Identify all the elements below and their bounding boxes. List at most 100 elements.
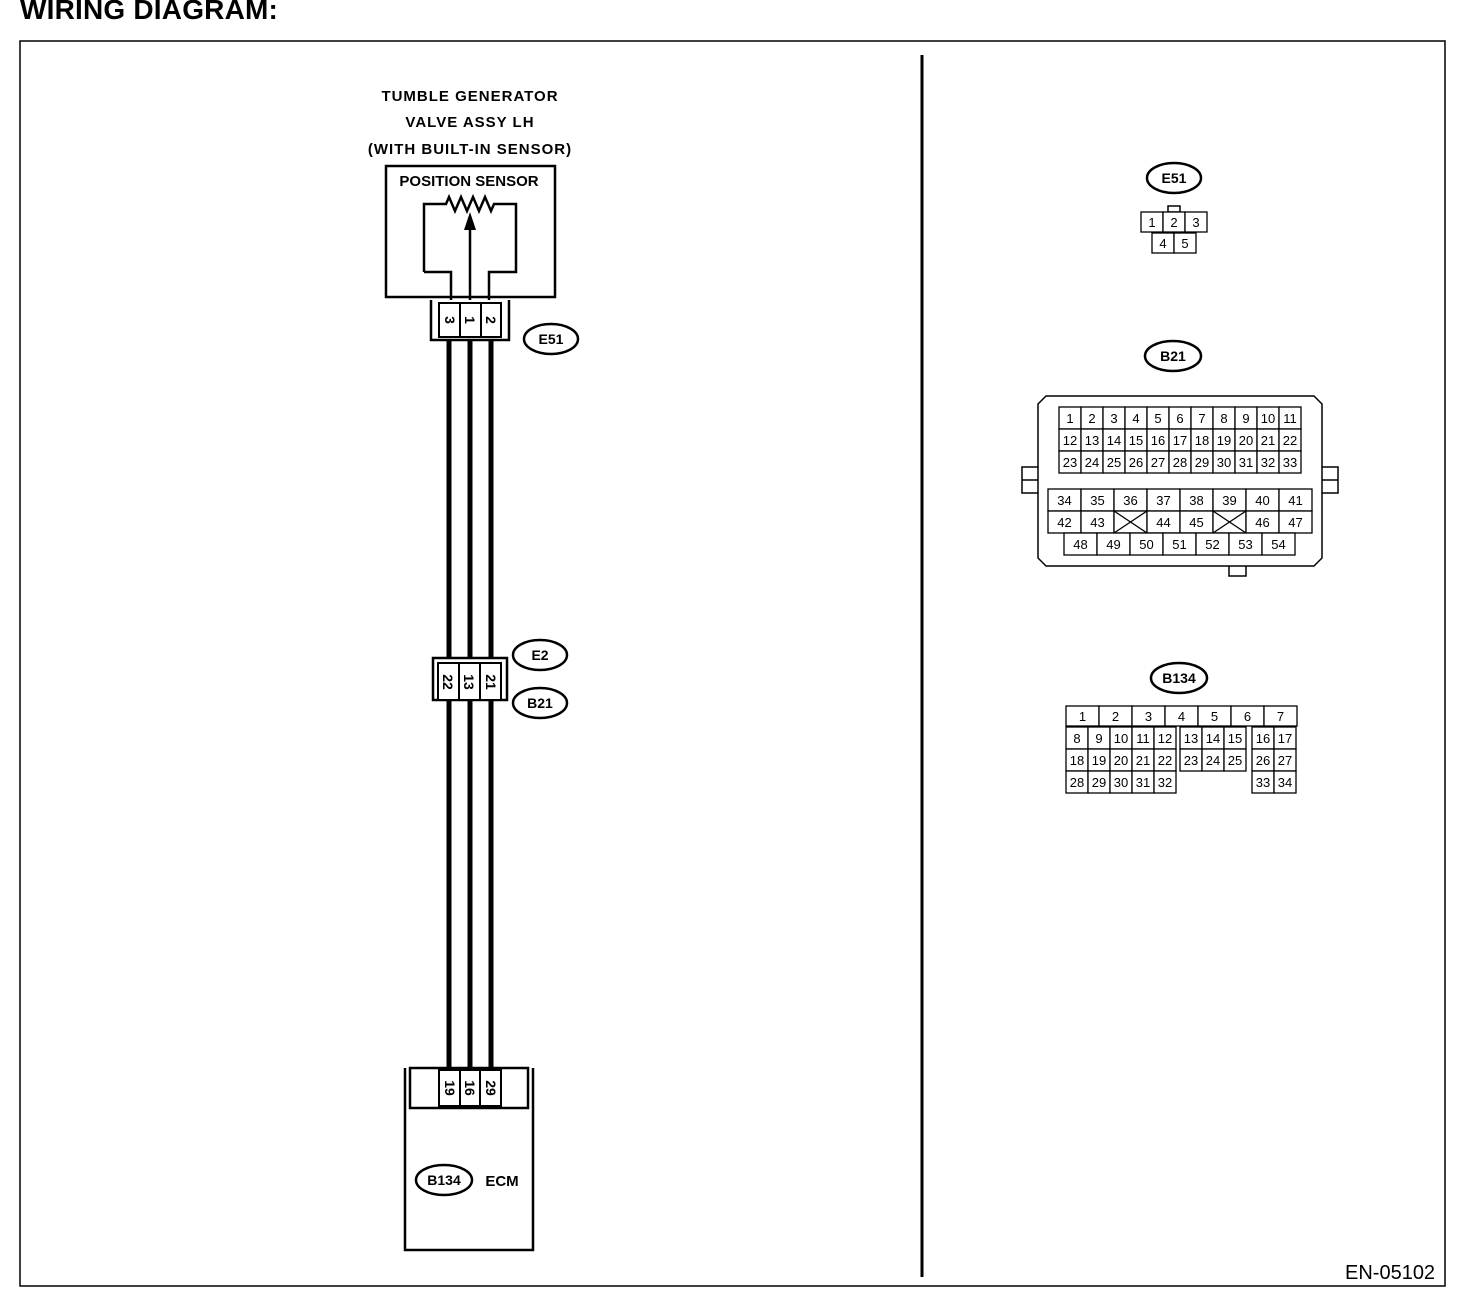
b21-face-pin-25: 25 [1107, 455, 1121, 470]
b134-tag [414, 1163, 474, 1197]
b134-face-pin-8: 8 [1073, 731, 1080, 746]
b21-face-pin-44: 44 [1156, 515, 1170, 530]
b21-face-pin-11: 11 [1283, 411, 1297, 426]
b21-face-pin-52: 52 [1205, 537, 1219, 552]
b21-pin-21: 21 [483, 674, 499, 690]
b134-face-pin-28: 28 [1070, 775, 1084, 790]
b134-face-pin-19: 19 [1092, 753, 1106, 768]
b134-face-pin-26: 26 [1256, 753, 1270, 768]
b21-face-pin-28: 28 [1173, 455, 1187, 470]
b21-face-pin-30: 30 [1217, 455, 1231, 470]
b134-face-pin-16: 16 [1256, 731, 1270, 746]
b21-pin-13: 13 [461, 674, 477, 690]
b134-face-pin-25: 25 [1228, 753, 1242, 768]
b134-face-pin-1: 1 [1079, 709, 1086, 724]
position-sensor-label: POSITION SENSOR [399, 173, 538, 190]
e51-face-pin-5-cell [1173, 232, 1197, 254]
b21-face-pin-4: 4 [1132, 411, 1139, 426]
b21-face-pin-49: 49 [1106, 537, 1120, 552]
b21-face-pin-54: 54 [1271, 537, 1285, 552]
b21-face-pin-45: 45 [1189, 515, 1203, 530]
page-title: WIRING DIAGRAM: [20, 0, 279, 25]
b134-face-pin-31: 31 [1136, 775, 1150, 790]
e51-face-pin-3-cell [1184, 211, 1208, 233]
b21-face-pin-38: 38 [1189, 493, 1203, 508]
component-name-line-1: TUMBLE GENERATOR [381, 88, 558, 105]
b134-face-pin-25-cell [1223, 748, 1247, 772]
b21-face-pin-15: 15 [1129, 433, 1143, 448]
b134-face-pin-23: 23 [1184, 753, 1198, 768]
e51-pin-1: 1 [462, 316, 478, 324]
b21-face-pin-33-cell [1278, 450, 1302, 474]
b134-face-pin-13: 13 [1184, 731, 1198, 746]
e2-tag-label: E2 [531, 647, 548, 663]
b21-face-pin-7: 7 [1198, 411, 1205, 426]
b134-face-pin-27: 27 [1278, 753, 1292, 768]
e51-face-tag-label: E51 [1162, 170, 1187, 186]
b134-pin-29: 29 [483, 1080, 499, 1096]
b134-face-pin-9: 9 [1095, 731, 1102, 746]
b21-face-pin-3: 3 [1110, 411, 1117, 426]
b134-face-pin-34-cell [1273, 770, 1297, 794]
b134-face-pin-6: 6 [1244, 709, 1251, 724]
b134-face-pin-30: 30 [1114, 775, 1128, 790]
e51-tag-label: E51 [539, 331, 564, 347]
b21-face-tag-label: B21 [1160, 348, 1186, 364]
b21-face-pin-12: 12 [1063, 433, 1077, 448]
b134-face-tag-label: B134 [1162, 670, 1196, 686]
b21-face-pin-53: 53 [1238, 537, 1252, 552]
b134-face-tag [1149, 661, 1209, 695]
b21-face-pin-40: 40 [1255, 493, 1269, 508]
potentiometer-symbol [422, 193, 518, 300]
b134-face-pin-2: 2 [1112, 709, 1119, 724]
b21-face-pin-41: 41 [1288, 493, 1302, 508]
b134-face-pin-18: 18 [1070, 753, 1084, 768]
e51-face-pin-4: 4 [1159, 236, 1166, 251]
b134-face-pin-3: 3 [1145, 709, 1152, 724]
b21-face-pin-51: 51 [1172, 537, 1186, 552]
b134-face-pin-32: 32 [1158, 775, 1172, 790]
b21-pin-22: 22 [440, 674, 456, 690]
e51-face-pin-2: 2 [1170, 215, 1177, 230]
b134-pin-16: 16 [462, 1080, 478, 1096]
b21-face-pin-43: 43 [1090, 515, 1104, 530]
b21-face-pin-50: 50 [1139, 537, 1153, 552]
b21-face-pin-39: 39 [1222, 493, 1236, 508]
b21-face-pin-42: 42 [1057, 515, 1071, 530]
b21-face-pin-10: 10 [1261, 411, 1275, 426]
b21-face-pin-26: 26 [1129, 455, 1143, 470]
b134-face-pin-20: 20 [1114, 753, 1128, 768]
b21-face-pin-16: 16 [1151, 433, 1165, 448]
b21-face-pin-1: 1 [1066, 411, 1073, 426]
b21-face-pin-23: 23 [1063, 455, 1077, 470]
b21-face-pin-19: 19 [1217, 433, 1231, 448]
b21-face-pin-20: 20 [1239, 433, 1253, 448]
b134-face-pin-22: 22 [1158, 753, 1172, 768]
b21-face-pin-46: 46 [1255, 515, 1269, 530]
b134-face-pin-7: 7 [1277, 709, 1284, 724]
b134-face-pin-11: 11 [1136, 731, 1150, 746]
b134-face-pin-29: 29 [1092, 775, 1106, 790]
b21-face-tag [1143, 339, 1203, 373]
b21-tag [511, 686, 569, 720]
e51-pin-3: 3 [442, 316, 458, 324]
b134-face-pin-10: 10 [1114, 731, 1128, 746]
b21-face-pin-14: 14 [1107, 433, 1121, 448]
b134-face-pin-5: 5 [1211, 709, 1218, 724]
b134-pin-19: 19 [442, 1080, 458, 1096]
b134-face-pin-21: 21 [1136, 753, 1150, 768]
b21-face-pin-18: 18 [1195, 433, 1209, 448]
b21-face-pin-35: 35 [1090, 493, 1104, 508]
b21-face-pin-29: 29 [1195, 455, 1209, 470]
e51-face-pin-1: 1 [1148, 215, 1155, 230]
b134-face-pin-24: 24 [1206, 753, 1220, 768]
wiper-arrow-icon [464, 212, 476, 230]
b134-face-pin-4: 4 [1178, 709, 1185, 724]
b134-face-pin-17: 17 [1278, 731, 1292, 746]
component-name-line-3: (WITH BUILT-IN SENSOR) [368, 141, 572, 158]
e51-face-tag [1145, 161, 1203, 195]
b21-face-pin-9: 9 [1242, 411, 1249, 426]
connector-e2-b21: 22 13 21 [431, 656, 509, 702]
